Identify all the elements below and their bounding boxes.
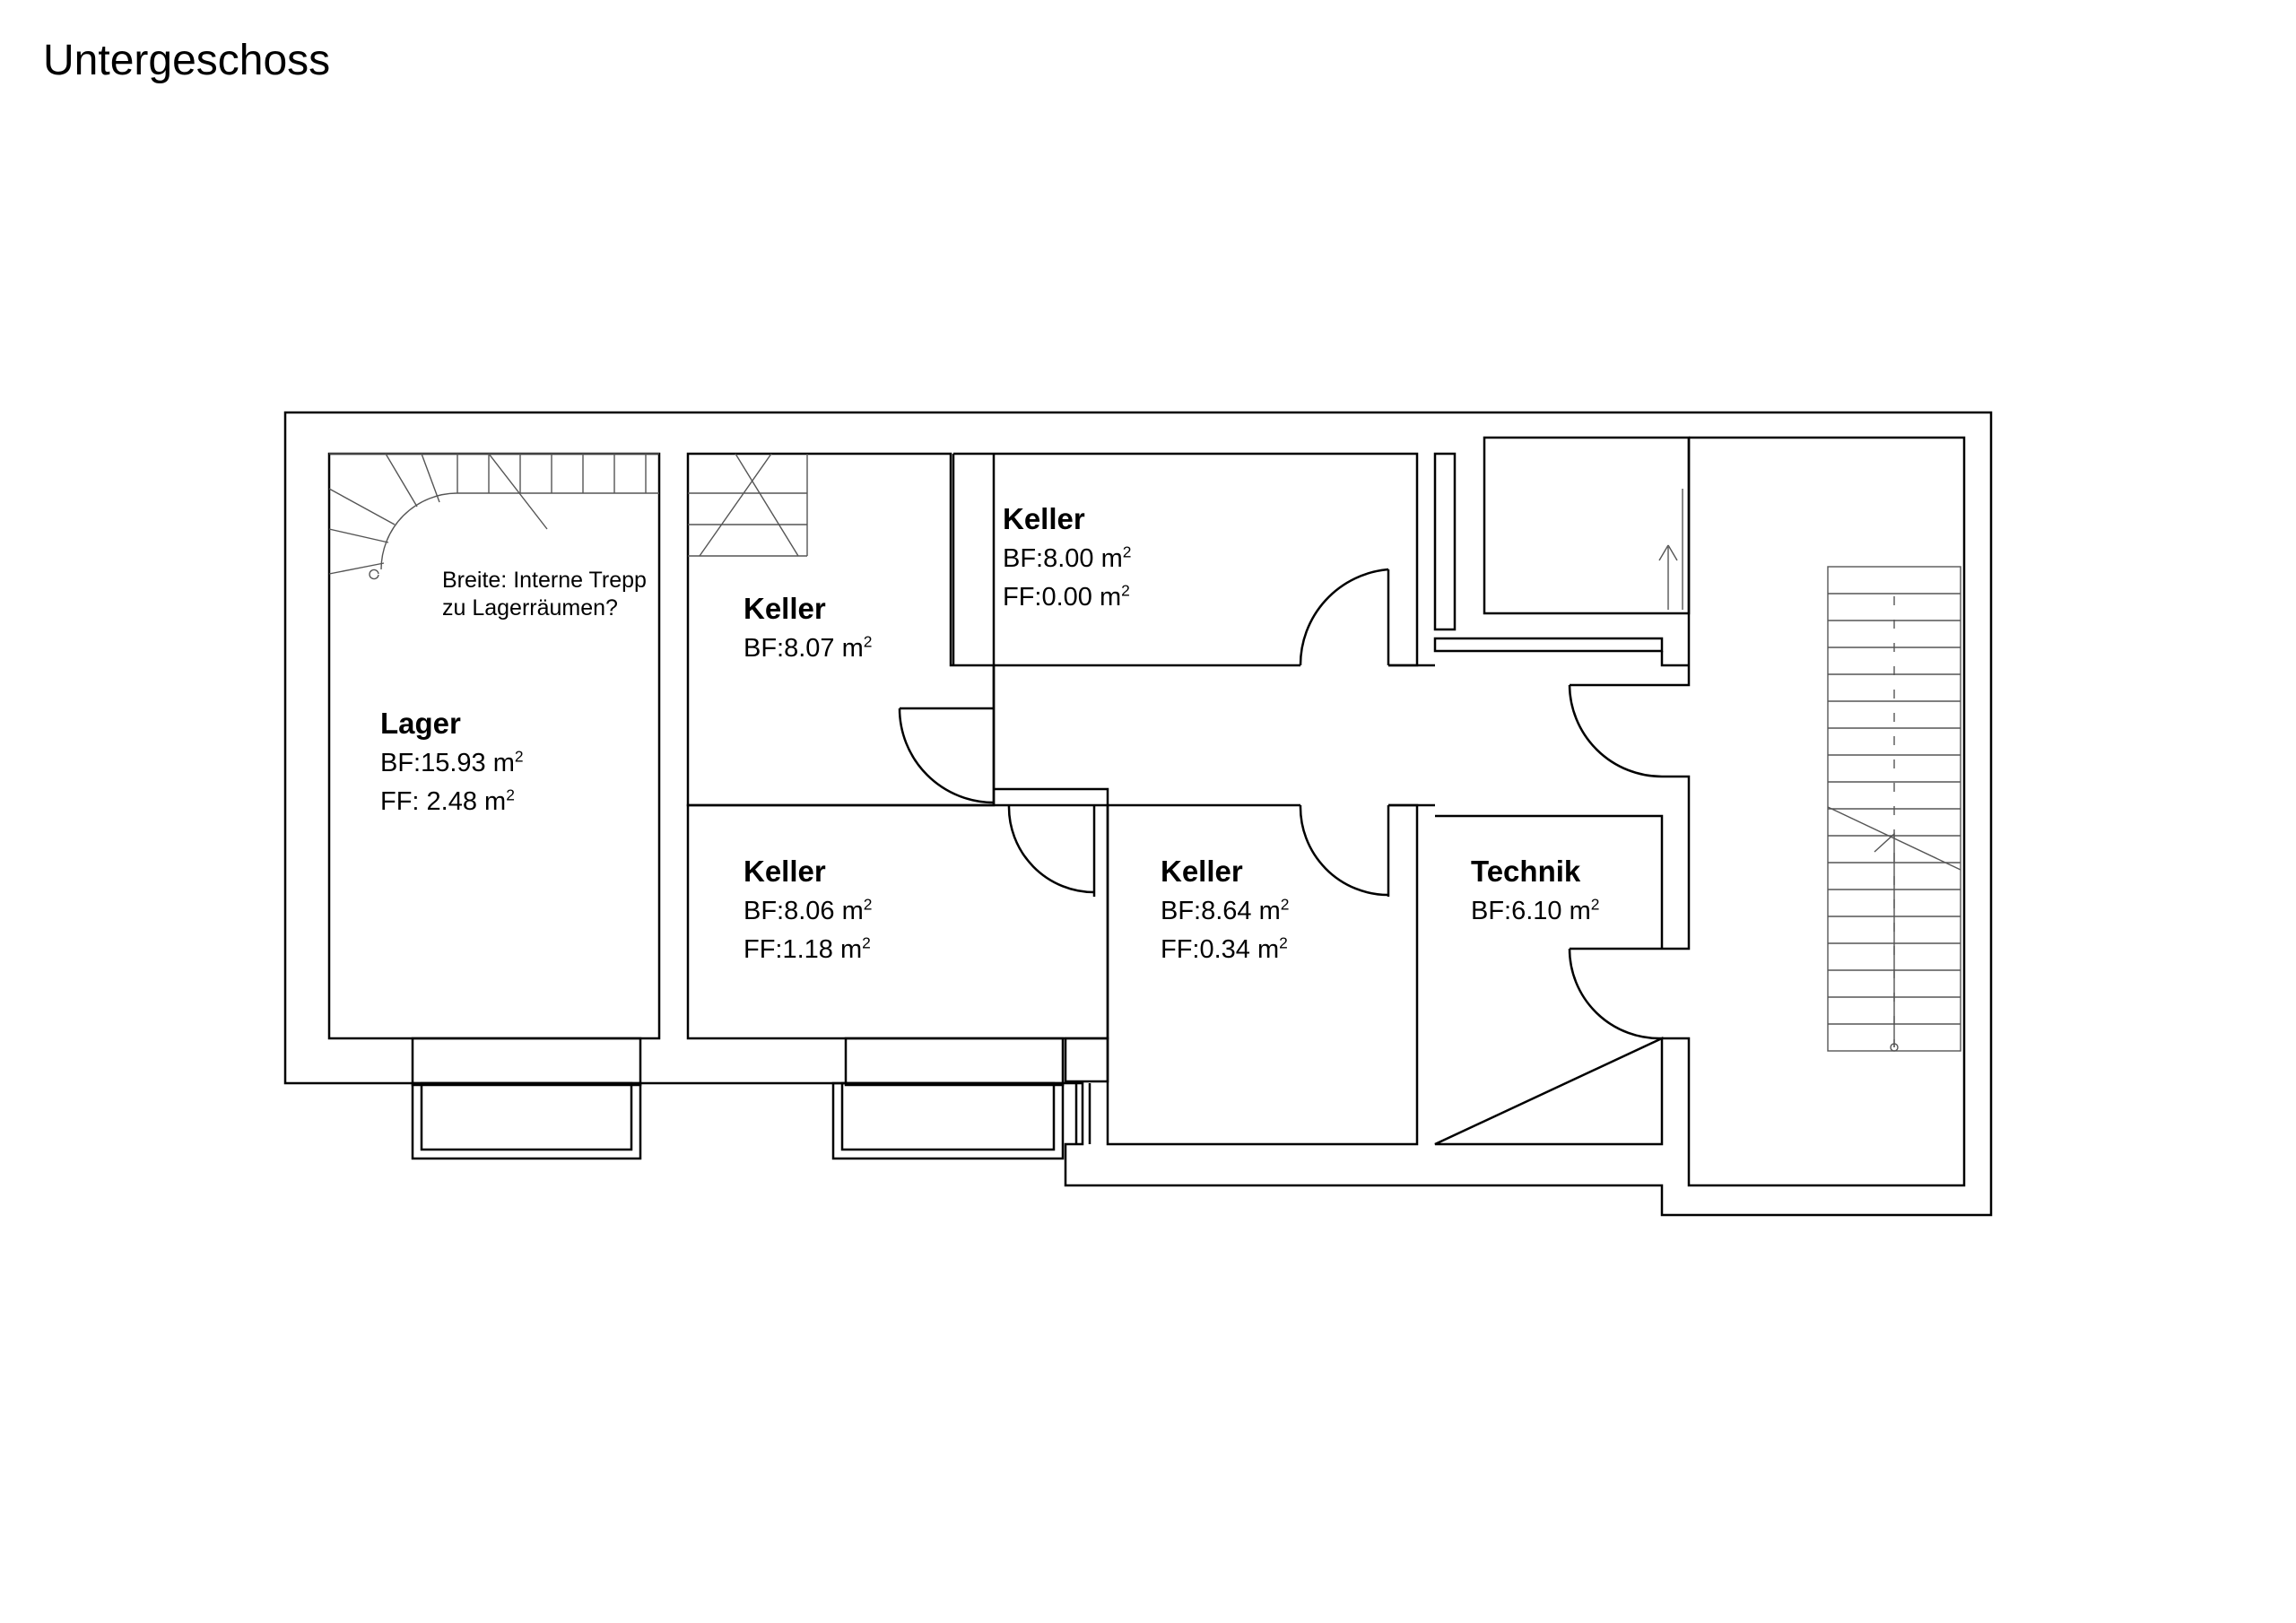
room-unit-exp: 2 <box>1280 895 1290 914</box>
room-ff: FF:1.18 m <box>744 935 863 964</box>
shaft <box>1483 436 1691 615</box>
stair-note: Breite: Interne Trepp zu Lagerräumen? <box>442 567 647 623</box>
room-keller-3-label: Keller BF:8.06 m2 FF:1.18 m2 <box>744 856 872 963</box>
room-lager-label: Lager BF:15.93 m2 FF: 2.48 m2 <box>380 708 524 815</box>
room-bf: BF:15.93 m <box>380 749 515 777</box>
room-unit-exp: 2 <box>1122 542 1132 561</box>
outer-wall <box>283 411 1993 1217</box>
room-unit-exp: 2 <box>862 933 871 952</box>
room-name: Keller <box>744 855 826 888</box>
page-title: Untergeschoss <box>43 37 331 84</box>
room-bf: BF:8.00 m <box>1003 544 1123 573</box>
room-ff: FF:0.00 m <box>1003 583 1122 612</box>
room-unit-exp: 2 <box>506 785 515 804</box>
room-unit-exp: 2 <box>863 632 873 651</box>
main-stair <box>1827 566 1961 1052</box>
room-unit-exp: 2 <box>514 747 524 766</box>
room-name: Keller <box>744 592 826 625</box>
room-name: Keller <box>1161 855 1243 888</box>
room-ff: FF: 2.48 m <box>380 787 507 816</box>
room-bf: BF:6.10 m <box>1471 897 1591 925</box>
room-unit-exp: 2 <box>1279 933 1288 952</box>
room-bf: BF:8.07 m <box>744 634 864 663</box>
room-unit-exp: 2 <box>863 895 873 914</box>
room-name: Lager <box>380 707 461 740</box>
room-keller-2-label: Keller BF:8.00 m2 FF:0.00 m2 <box>1003 504 1131 611</box>
room-ff: FF:0.34 m <box>1161 935 1280 964</box>
stair-note-line-1: Breite: Interne Trepp <box>442 568 647 593</box>
light-well-1 <box>411 1037 642 1087</box>
room-technik-label: Technik BF:6.10 m2 <box>1471 856 1599 924</box>
room-name: Technik <box>1471 855 1581 888</box>
room-technik-wall <box>1434 814 1664 1146</box>
room-bf: BF:8.64 m <box>1161 897 1281 925</box>
room-unit-exp: 2 <box>1590 895 1600 914</box>
stair-note-line-2: zu Lagerräumen? <box>442 595 618 621</box>
lager-stair <box>328 453 659 580</box>
room-bf: BF:8.06 m <box>744 897 864 925</box>
room-keller-1-label: Keller BF:8.07 m2 <box>744 594 872 662</box>
keller-stair <box>688 453 808 557</box>
light-well-2 <box>844 1037 1065 1087</box>
room-unit-exp: 2 <box>1121 581 1130 600</box>
room-keller-4-label: Keller BF:8.64 m2 FF:0.34 m2 <box>1161 856 1289 963</box>
room-name: Keller <box>1003 502 1085 535</box>
